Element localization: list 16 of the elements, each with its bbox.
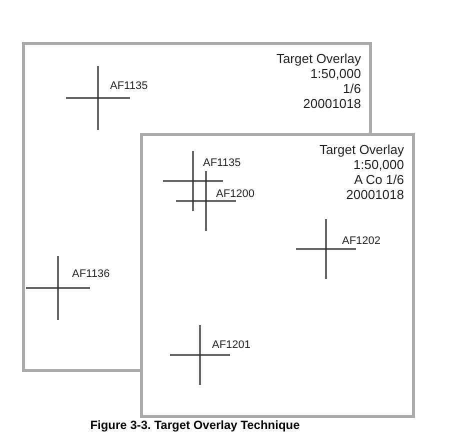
target-label: AF1201	[212, 339, 251, 351]
target-label: AF1135	[203, 157, 241, 169]
target-label: AF1136	[72, 268, 110, 280]
overlay-heading: 20001018	[302, 96, 361, 111]
overlay-heading: Target Overlay	[319, 142, 404, 157]
target-label: AF1200	[216, 188, 255, 200]
figure-caption: Figure 3-3. Target Overlay Technique	[89, 418, 301, 432]
overlay-heading: 1/6	[342, 81, 361, 96]
overlay-heading: 1:50,000	[352, 157, 404, 172]
target-label: AF1135	[110, 80, 148, 92]
overlay-heading: A Co 1/6	[353, 172, 404, 187]
overlay-sheet	[140, 133, 415, 418]
overlay-heading: 20001018	[345, 187, 404, 202]
overlay-heading: 1:50,000	[309, 66, 361, 81]
target-label: AF1202	[342, 235, 381, 247]
overlay-heading: Target Overlay	[276, 51, 361, 66]
